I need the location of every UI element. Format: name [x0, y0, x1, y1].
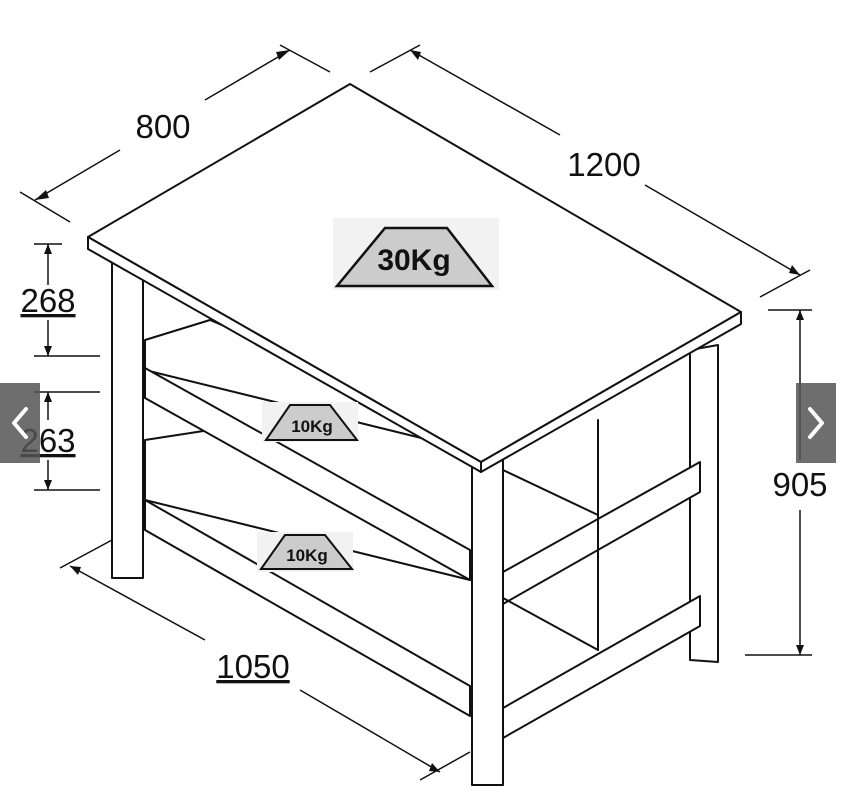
lower-long-rail — [144, 499, 471, 717]
top-load-badge — [334, 226, 495, 288]
bottom-load-badge — [259, 534, 355, 570]
back-left-leg — [111, 255, 144, 579]
dimension-800: 800 — [135, 108, 190, 145]
middle-load-badge — [264, 404, 360, 441]
right-side-lower-rail — [502, 595, 701, 739]
chevron-left-icon — [12, 407, 28, 439]
front-right-leg — [471, 459, 504, 786]
next-image-button[interactable] — [796, 383, 836, 463]
dimension-lines — [19, 44, 812, 781]
dimension-268: 268 — [20, 282, 75, 319]
upper-long-rail — [144, 367, 471, 581]
chevron-right-icon — [808, 407, 824, 439]
table-top-side-edge — [480, 311, 742, 473]
right-side-inner-shelf — [502, 469, 599, 516]
dimension-arrows — [35, 50, 804, 772]
dimension-905: 905 — [772, 466, 827, 503]
middle-load-label: 10Kg — [291, 417, 333, 436]
previous-image-button[interactable] — [0, 383, 40, 463]
dimension-1200: 1200 — [567, 146, 640, 183]
bottom-load-label: 10Kg — [286, 546, 328, 565]
top-load-label: 30Kg — [377, 244, 450, 277]
back-right-leg — [689, 344, 719, 663]
dimension-1050: 1050 — [216, 648, 289, 685]
right-side-inner-shelf-2 — [502, 597, 599, 651]
